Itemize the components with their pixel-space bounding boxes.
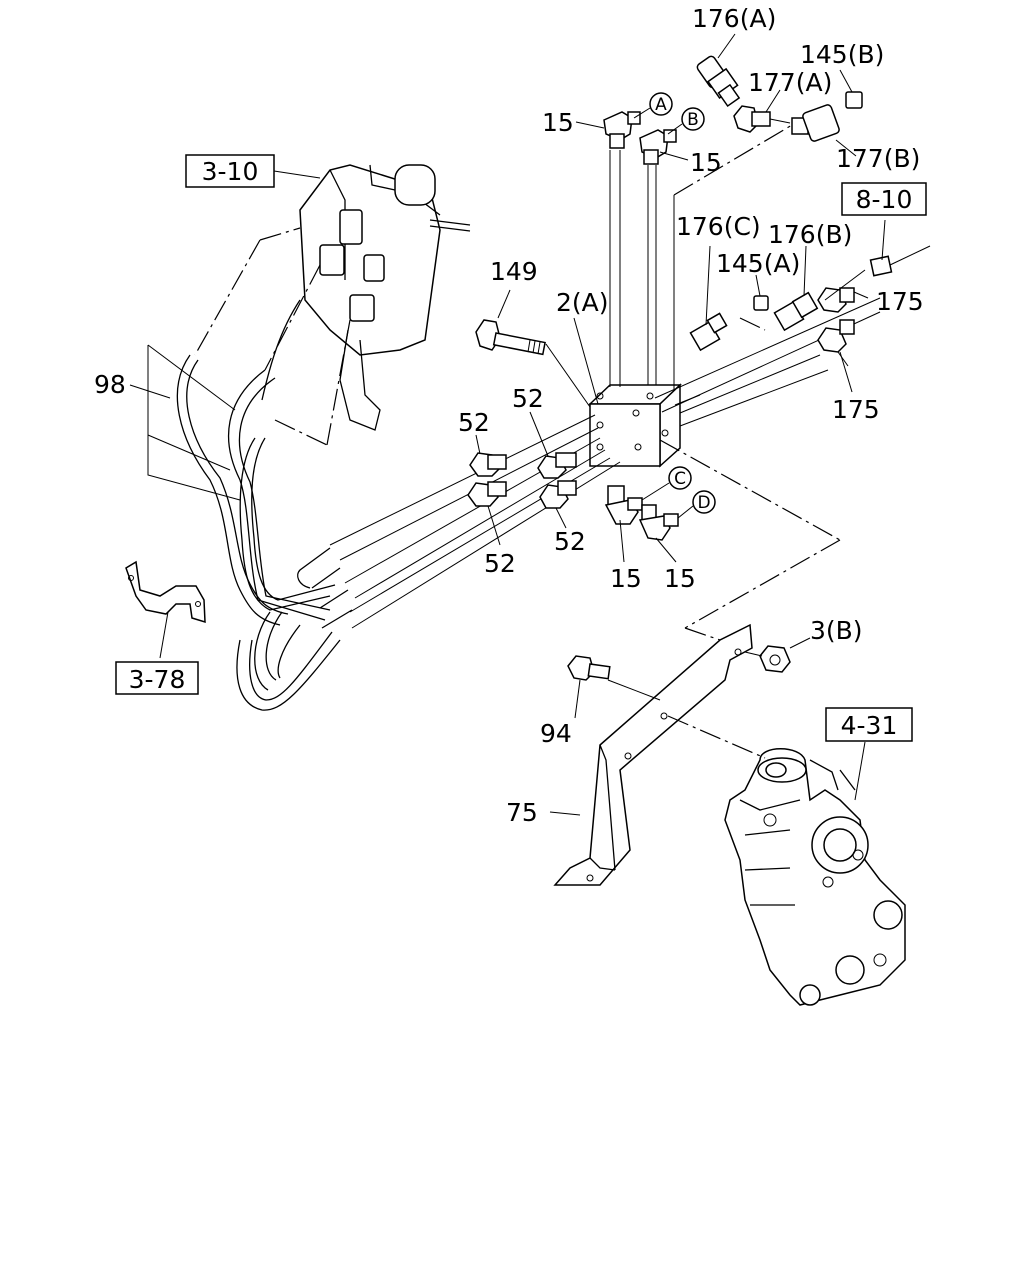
ref-box-4-31: 4-31 — [825, 707, 913, 742]
label-145A: 145(A) — [716, 249, 800, 278]
label-2A: 2(A) — [556, 288, 609, 317]
ref-box-3-78: 3-78 — [115, 661, 199, 695]
connector-8-10 — [824, 219, 931, 301]
plug-145A — [753, 295, 769, 311]
elbow-15-bottom-left — [604, 485, 643, 525]
circle-C: C — [641, 466, 692, 501]
fitting-175-bottom — [817, 319, 855, 367]
ref-label-3-10: 3-10 — [202, 157, 259, 186]
circle-D: D — [677, 490, 716, 519]
brake-valve-assembly — [299, 164, 471, 431]
leaders — [475, 121, 853, 563]
part-labels: 176(A) 145(B) 177(A) 177(B) 15 15 176(C)… — [94, 4, 924, 827]
fitting-177A — [733, 89, 791, 133]
label-149: 149 — [490, 257, 538, 286]
ref-box-8-10: 8-10 — [841, 182, 927, 216]
ref-label-8-10: 8-10 — [856, 185, 913, 214]
label-75: 75 — [506, 798, 538, 827]
label-52-c: 52 — [484, 549, 516, 578]
label-176B: 176(B) — [768, 220, 852, 249]
steering-gear — [724, 741, 906, 1006]
circle-C-label: C — [674, 469, 686, 489]
distribution-block — [588, 383, 682, 468]
elbow-15-bottom-right — [638, 504, 679, 541]
switch-176A — [696, 33, 741, 108]
hose-bundle-98 — [176, 299, 353, 711]
label-15-top-left: 15 — [542, 108, 574, 137]
label-145B: 145(B) — [800, 40, 884, 69]
ref-box-3-10: 3-10 — [185, 154, 321, 188]
switch-176B — [773, 245, 819, 332]
ref-label-3-78: 3-78 — [129, 665, 186, 694]
bracket-75 — [549, 623, 753, 886]
label-176C: 176(C) — [676, 212, 761, 241]
centerlines — [194, 124, 841, 759]
label-15-bottom-left: 15 — [610, 564, 642, 593]
fitting-52-b — [537, 452, 577, 479]
label-177B: 177(B) — [836, 144, 920, 173]
circle-A-label: A — [655, 95, 667, 115]
label-15-bottom-right: 15 — [664, 564, 696, 593]
label-175-top: 175 — [876, 287, 924, 316]
fitting-52-a — [469, 452, 507, 477]
label-52-d: 52 — [554, 527, 586, 556]
switch-176C — [689, 245, 728, 352]
label-176A: 176(A) — [692, 4, 776, 33]
elbow-15-top-right — [639, 129, 677, 165]
label-177A: 177(A) — [748, 68, 832, 97]
fitting-175-top — [817, 287, 869, 313]
label-52-a: 52 — [458, 408, 490, 437]
bolt-149 — [475, 289, 591, 408]
plug-145B — [839, 69, 863, 109]
circle-B-label: B — [687, 110, 699, 130]
fitting-52-c — [467, 481, 507, 507]
label-175-bottom: 175 — [832, 395, 880, 424]
label-98: 98 — [94, 370, 126, 399]
fitting-52-d — [539, 480, 577, 509]
leader-98 — [129, 344, 241, 501]
clip-3-78 — [125, 560, 206, 659]
block-pipes-left — [329, 414, 621, 629]
label-15-top-right: 15 — [690, 148, 722, 177]
bolt-94 — [567, 655, 661, 719]
label-52-b: 52 — [512, 384, 544, 413]
circle-B: B — [667, 107, 705, 135]
circle-A: A — [633, 92, 673, 119]
label-94: 94 — [540, 719, 572, 748]
ref-label-4-31: 4-31 — [841, 711, 898, 740]
label-3B: 3(B) — [810, 616, 863, 645]
fitting-177B — [791, 104, 857, 157]
circle-D-label: D — [697, 493, 710, 513]
nut-3B — [744, 637, 811, 673]
